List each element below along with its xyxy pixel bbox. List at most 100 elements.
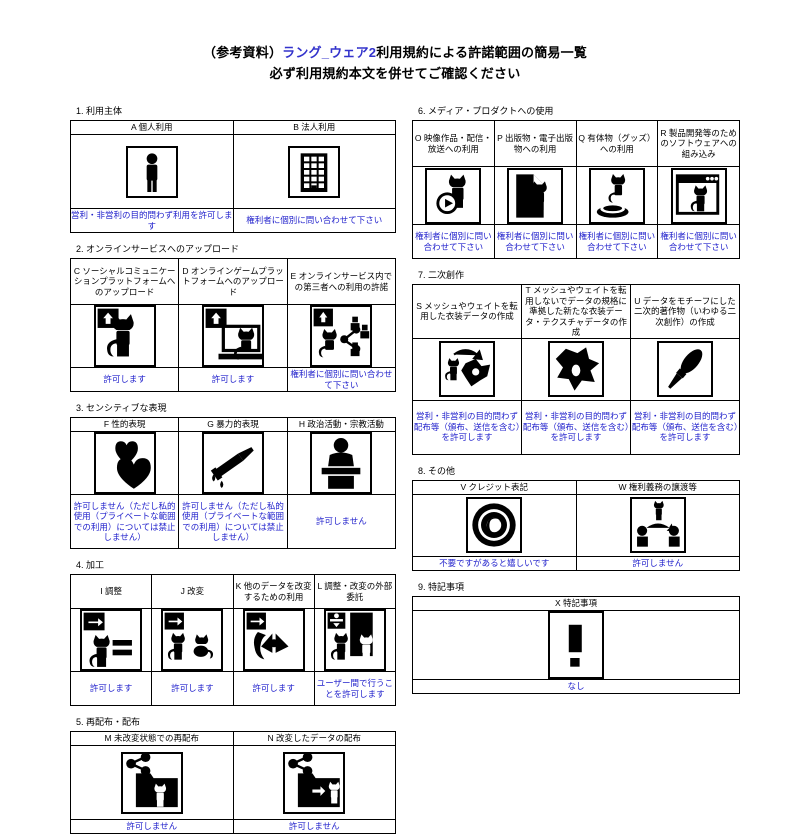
section-heading: 4. 加工 (76, 560, 105, 570)
section-heading: 1. 利用主体 (76, 106, 123, 116)
caption-row: 許可しません（ただし私的使用（プライベートな範囲での利用）については禁止しません… (69, 494, 397, 549)
cat-page-icon (507, 167, 564, 224)
cell-icon (69, 304, 180, 368)
cell-caption: 権利者に個別に問い合わせて下さい (575, 224, 659, 259)
arrow-cat-ribbon-icon (242, 609, 305, 671)
cell-header: T メッシュやウェイトを転用しないでデータの規格に準拠した新たな衣装データ・テク… (521, 284, 631, 339)
cell-caption: 営利・非営利の目的問わず利用を許可します (70, 208, 234, 233)
section-heading: 9. 特記事項 (418, 581, 465, 592)
title-line-2: 必ず利用規約本文を併せてご確認ください (269, 66, 521, 81)
cell-caption: 権利者に個別に問い合わせて下さい (286, 367, 397, 392)
caption-row: 不要ですがあると嬉しいです許可しません (412, 555, 740, 571)
section-heading: 2. オンラインサービスへのアップロード (76, 244, 240, 254)
cell-caption: 許可しません (70, 819, 234, 834)
cell-caption: ユーザー間で行うことを許可します (313, 671, 397, 706)
share-cat-modified-icon (283, 751, 346, 814)
cell-caption: 許可しません（ただし私的使用（プライベートな範囲での利用）については禁止しません… (69, 494, 180, 549)
cell-icon: C (412, 493, 577, 557)
cell-caption: 許可します (178, 367, 288, 392)
cell-header: O 映像作品・配信・放送への利用 (412, 120, 495, 167)
cell-icon (232, 608, 315, 672)
icon-row (70, 745, 396, 820)
section-heading: 6. メディア・プロダクトへの使用 (418, 106, 554, 116)
cell-header: F 性的表現 (69, 417, 180, 432)
hearts-icon (93, 432, 156, 494)
cell-caption: なし (412, 678, 740, 694)
cell-caption: 営利・非営利の目的問わず配布等（頒布、送信を含む）を許可します (521, 399, 631, 455)
cell-caption: 許可します (69, 671, 153, 706)
section-heading: 3. センシティブな表現 (76, 403, 167, 413)
cell-header: M 未改変状態での再配布 (70, 731, 234, 746)
cell-caption: 権利者に個別に問い合わせて下さい (412, 224, 495, 259)
caption-row: 営利・非営利の目的問わず利用を許可します権利者に個別に問い合わせて下さい (70, 208, 396, 233)
cell-icon (412, 337, 522, 401)
icon-row (412, 609, 740, 680)
cell-caption: 権利者に個別に問い合わせて下さい (657, 224, 740, 259)
cell-header: L 調整・改変の外部委託 (313, 574, 397, 609)
icon-row: C (412, 493, 740, 557)
cell-icon (575, 166, 659, 225)
cell-icon (412, 609, 740, 680)
person-icon (125, 145, 178, 198)
cell-icon (232, 745, 396, 820)
cell-header: E オンラインサービス内での第三者への利用の許諾 (286, 258, 397, 305)
cell-header: U データをモチーフにした二次的著作物（いわゆる二次創作）の作成 (630, 284, 740, 339)
caption-row: 許可します許可します許可しますユーザー間で行うことを許可します (69, 671, 397, 706)
arrow-cat-outsource-icon (323, 609, 386, 671)
cell-caption: 許可しません（ただし私的使用（プライベートな範囲での利用）については禁止しません… (178, 494, 288, 549)
exclamation-icon (548, 610, 604, 679)
cell-caption: 許可します (69, 367, 180, 392)
cell-icon (493, 166, 577, 225)
cell-icon (232, 134, 396, 209)
section-heading: 5. 再配布・配布 (76, 717, 141, 727)
cell-header: W 権利義務の譲渡等 (575, 479, 740, 495)
cell-header: D オンラインゲームプラットフォームへのアップロード (178, 258, 288, 305)
cell-caption: 許可します (151, 671, 234, 706)
transfer-rights-icon (629, 497, 686, 553)
cell-header: P 出版物・電子出版物への利用 (493, 120, 577, 167)
cell-icon (630, 337, 740, 401)
cell-icon (412, 166, 495, 225)
cat-cloth-reuse-icon (439, 341, 495, 397)
brush-icon (657, 341, 713, 397)
page-title: （参考資料）ラング_ウェア2利用規約による許諾範囲の簡易一覧 必ず利用規約本文を… (0, 42, 790, 84)
icon-row (412, 166, 740, 225)
cell-header: G 暴力的表現 (178, 417, 288, 432)
cell-icon (286, 304, 397, 368)
cell-caption: 許可しません (286, 494, 397, 549)
caption-row: 許可しません許可しません (70, 819, 396, 834)
cell-icon (575, 493, 740, 557)
header-row: X 特記事項 (412, 595, 740, 611)
share-folder-cat-icon (120, 751, 183, 814)
knife-icon (201, 432, 264, 494)
section: 2. オンラインサービスへのアップロード C ソーシャルコミュニケーションプラット… (69, 244, 397, 392)
cat-window-icon (670, 167, 727, 224)
section-table: X 特記事項なし (412, 595, 740, 694)
icon-row (70, 134, 396, 209)
cloth-new-icon (548, 341, 604, 397)
section-heading: 8. その他 (418, 465, 456, 476)
cell-caption: 営利・非営利の目的問わず配布等（頒布、送信を含む）を許可します (630, 399, 740, 455)
cell-caption: 許可しません (232, 819, 396, 834)
cell-icon (313, 608, 397, 672)
section-heading: 7. 二次創作 (418, 270, 465, 280)
cell-header: S メッシュやウェイトを転用した衣装データの作成 (412, 284, 522, 339)
cat-figure-icon (588, 167, 645, 224)
